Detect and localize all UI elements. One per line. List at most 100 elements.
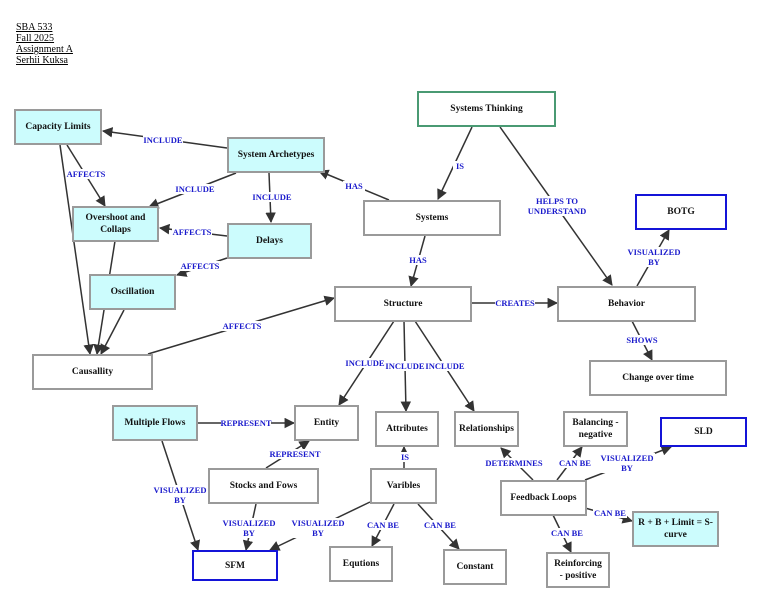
label-can-be-equtions: CAN BE xyxy=(366,520,400,530)
label-affects-causality-structure: AFFECTS xyxy=(222,321,262,331)
label-vb-stocks-line1: VISUALIZED xyxy=(223,518,276,528)
node-multiple-flows[interactable]: Multiple Flows xyxy=(112,405,198,441)
label-represent-multiple: REPRESENT xyxy=(220,418,272,428)
node-varibles[interactable]: Varibles xyxy=(370,468,437,504)
label-vb-sld-line1: VISUALIZED xyxy=(601,453,654,463)
label-vb-botg-line1: VISUALIZED xyxy=(628,247,681,257)
svg-text:AFFECTS: AFFECTS xyxy=(181,261,220,271)
label-has-systems-structure: HAS xyxy=(407,255,429,265)
label-affects-capacity-overshoot: AFFECTS xyxy=(66,169,106,179)
label-can-be-rbl: CAN BE xyxy=(593,508,627,518)
label-include-relationships: INCLUDE xyxy=(425,361,465,371)
node-feedback-loops[interactable]: Feedback Loops xyxy=(500,480,587,516)
label-affects-delays-overshoot: AFFECTS xyxy=(172,227,212,237)
label-include-entity: INCLUDE xyxy=(345,358,385,368)
svg-text:IS: IS xyxy=(456,161,464,171)
label-visualized-by-botg: VISUALIZED BY xyxy=(626,247,682,267)
node-oscillation[interactable]: Oscillation xyxy=(89,274,176,310)
node-sfm[interactable]: SFM xyxy=(192,550,278,581)
svg-text:AFFECTS: AFFECTS xyxy=(223,321,262,331)
svg-text:INCLUDE: INCLUDE xyxy=(345,358,385,368)
node-balancing-negative[interactable]: Balancing - negative xyxy=(563,411,628,447)
label-include-attributes: INCLUDE xyxy=(385,361,425,371)
node-overshoot-and-collaps[interactable]: Overshoot and Collaps xyxy=(72,206,159,242)
node-equtions[interactable]: Equtions xyxy=(329,546,393,582)
label-is-systems: IS xyxy=(453,161,467,171)
node-reinforcing-positive[interactable]: Reinforcing - positive xyxy=(546,552,610,588)
node-relationships[interactable]: Relationships xyxy=(454,411,519,447)
node-constant[interactable]: Constant xyxy=(443,549,507,585)
label-can-be-balancing: CAN BE xyxy=(558,458,592,468)
svg-text:INCLUDE: INCLUDE xyxy=(425,361,465,371)
node-change-over-time[interactable]: Change over time xyxy=(589,360,727,396)
label-vb-botg-line2: BY xyxy=(648,257,660,267)
svg-text:DETERMINES: DETERMINES xyxy=(485,458,542,468)
svg-text:AFFECTS: AFFECTS xyxy=(67,169,106,179)
label-affects-delays-oscillation: AFFECTS xyxy=(180,261,220,271)
label-vb-varibles-line1: VISUALIZED xyxy=(292,518,345,528)
edge-oscillation-causality xyxy=(100,309,125,355)
svg-text:SHOWS: SHOWS xyxy=(626,335,657,345)
label-helps-line1: HELPS TO xyxy=(536,196,578,206)
node-systems[interactable]: Systems xyxy=(363,200,501,236)
label-has-systems-archetypes: HAS xyxy=(343,181,365,191)
term: Fall 2025 xyxy=(16,33,55,44)
edge-capacity-causality xyxy=(59,144,94,356)
svg-text:INCLUDE: INCLUDE xyxy=(175,184,215,194)
node-attributes[interactable]: Attributes xyxy=(375,411,439,447)
label-shows: SHOWS xyxy=(626,335,658,345)
node-entity[interactable]: Entity xyxy=(294,405,359,441)
label-vb-stocks-line2: BY xyxy=(243,528,255,538)
author-name: Serhii Kuksa xyxy=(16,55,68,66)
assignment-title: Assignment A xyxy=(16,44,73,55)
svg-text:CAN BE: CAN BE xyxy=(594,508,626,518)
svg-text:CAN BE: CAN BE xyxy=(424,520,456,530)
label-include-overshoot: INCLUDE xyxy=(175,184,215,194)
label-creates: CREATES xyxy=(495,298,535,308)
node-system-archetypes[interactable]: System Archetypes xyxy=(227,137,325,173)
svg-text:REPRESENT: REPRESENT xyxy=(220,418,271,428)
node-stocks-and-fows[interactable]: Stocks and Fows xyxy=(208,468,319,504)
svg-text:CAN BE: CAN BE xyxy=(551,528,583,538)
node-causallity[interactable]: Causallity xyxy=(32,354,153,390)
label-include-delays: INCLUDE xyxy=(252,192,292,202)
label-visualized-by-multiple: VISUALIZED BY xyxy=(152,485,208,505)
svg-text:IS: IS xyxy=(401,452,409,462)
node-systems-thinking[interactable]: Systems Thinking xyxy=(417,91,556,127)
label-determines: DETERMINES xyxy=(485,458,543,468)
svg-text:INCLUDE: INCLUDE xyxy=(143,135,183,145)
svg-text:CAN BE: CAN BE xyxy=(559,458,591,468)
node-r-b-limit-s-curve[interactable]: R + B + Limit = S-curve xyxy=(632,511,719,547)
svg-text:CAN BE: CAN BE xyxy=(367,520,399,530)
label-vb-varibles-line2: BY xyxy=(312,528,324,538)
label-include-capacity: INCLUDE xyxy=(143,135,183,145)
svg-text:REPRESENT: REPRESENT xyxy=(269,449,320,459)
node-botg[interactable]: BOTG xyxy=(635,194,727,230)
svg-text:CREATES: CREATES xyxy=(495,298,535,308)
label-visualized-by-varibles: VISUALIZED BY xyxy=(290,518,346,538)
label-can-be-constant: CAN BE xyxy=(423,520,457,530)
label-helps-to-understand: HELPS TO UNDERSTAND xyxy=(527,196,587,216)
svg-text:AFFECTS: AFFECTS xyxy=(173,227,212,237)
svg-text:INCLUDE: INCLUDE xyxy=(252,192,292,202)
label-visualized-by-sld: VISUALIZED BY xyxy=(599,453,655,473)
course-code: SBA 533 xyxy=(16,22,53,33)
label-vb-multiple-line1: VISUALIZED xyxy=(154,485,207,495)
svg-text:INCLUDE: INCLUDE xyxy=(385,361,425,371)
node-delays[interactable]: Delays xyxy=(227,223,312,259)
node-structure[interactable]: Structure xyxy=(334,286,472,322)
label-vb-multiple-line2: BY xyxy=(174,495,186,505)
label-vb-sld-line2: BY xyxy=(621,463,633,473)
label-represent-stocks: REPRESENT xyxy=(269,449,321,459)
node-behavior[interactable]: Behavior xyxy=(557,286,696,322)
label-can-be-reinforcing: CAN BE xyxy=(550,528,584,538)
header-block: SBA 533 Fall 2025 Assignment A Serhii Ku… xyxy=(16,22,73,66)
node-capacity-limits[interactable]: Capacity Limits xyxy=(14,109,102,145)
label-visualized-by-stocks: VISUALIZED BY xyxy=(221,518,277,538)
node-sld[interactable]: SLD xyxy=(660,417,747,447)
label-helps-line2: UNDERSTAND xyxy=(528,206,586,216)
svg-text:HAS: HAS xyxy=(409,255,427,265)
label-is-varibles: IS xyxy=(398,452,412,462)
svg-text:HAS: HAS xyxy=(345,181,363,191)
